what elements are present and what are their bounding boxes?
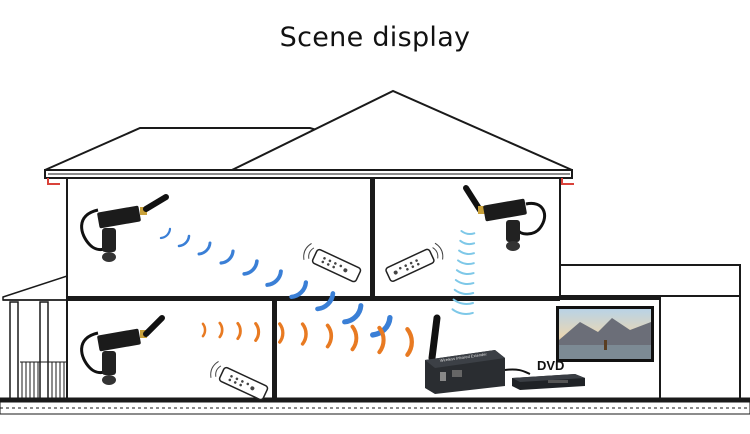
wave-arc bbox=[453, 288, 475, 295]
wave-arc bbox=[350, 324, 359, 352]
wave-arc bbox=[342, 303, 364, 325]
wave-arc bbox=[455, 269, 475, 275]
porch bbox=[2, 274, 68, 401]
wireless-receiver-hub-icon: Wireless Infrared Extender bbox=[425, 314, 531, 394]
foundation bbox=[0, 397, 750, 415]
wave-arc bbox=[218, 321, 224, 339]
wave-arc bbox=[236, 321, 242, 341]
wave-arc bbox=[242, 259, 259, 276]
wave-arc bbox=[459, 239, 476, 245]
remote-control-icon bbox=[303, 243, 362, 283]
ir-signal-waves-orange bbox=[201, 321, 414, 357]
wave-arc bbox=[454, 279, 475, 286]
wave-arc bbox=[451, 308, 474, 315]
wave-arc bbox=[278, 322, 285, 344]
wave-arc bbox=[315, 291, 336, 312]
wave-arc bbox=[197, 241, 212, 256]
svg-text:Wireless Infrared Extender: Wireless Infrared Extender bbox=[439, 351, 487, 363]
wave-arc bbox=[254, 322, 261, 342]
antenna-transmitter-icon bbox=[463, 185, 546, 251]
antenna-transmitter-icon bbox=[80, 194, 169, 262]
wave-arc bbox=[452, 298, 474, 305]
remote-control-icon bbox=[385, 242, 444, 283]
wave-arc bbox=[460, 230, 476, 235]
wave-arc bbox=[405, 327, 414, 357]
gutter-brackets bbox=[47, 178, 574, 185]
wave-arc bbox=[201, 322, 207, 338]
wave-arc bbox=[458, 249, 475, 255]
house-walls bbox=[66, 178, 660, 400]
dvd-player-icon bbox=[512, 374, 585, 390]
ir-signal-waves-blue bbox=[159, 227, 393, 338]
page-title: Scene display bbox=[279, 22, 471, 53]
right-wing bbox=[560, 264, 741, 400]
ir-signal-waves-light-blue bbox=[451, 230, 476, 315]
wave-arc bbox=[377, 325, 386, 355]
wave-arc bbox=[325, 323, 334, 349]
antenna-transmitter-icon bbox=[80, 315, 165, 385]
wave-arc bbox=[300, 322, 308, 346]
wave-arc bbox=[177, 234, 191, 248]
house-roof bbox=[44, 89, 573, 179]
television-icon bbox=[556, 306, 654, 362]
wave-arc bbox=[289, 280, 309, 300]
wave-arc bbox=[457, 259, 475, 265]
wave-arc bbox=[219, 249, 235, 265]
wave-arc bbox=[159, 227, 172, 240]
remote-control-icon bbox=[210, 361, 269, 401]
wave-arc bbox=[370, 315, 393, 338]
wave-arc bbox=[265, 269, 283, 287]
